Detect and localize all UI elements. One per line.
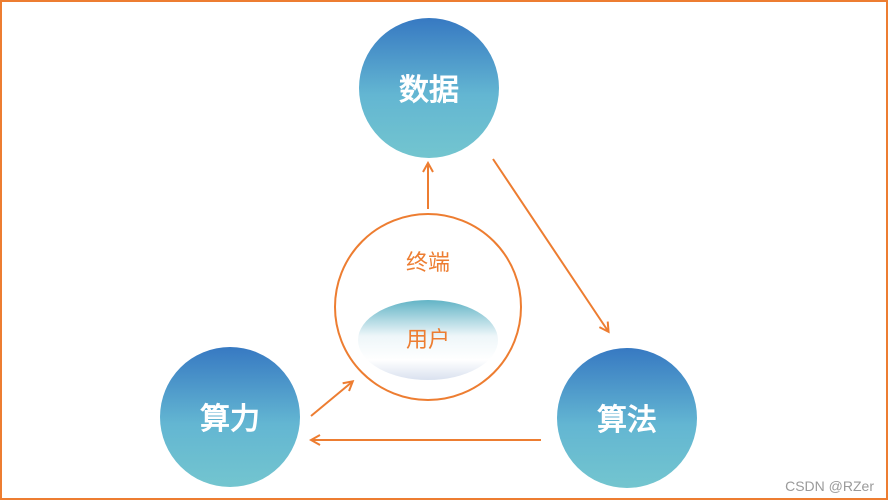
- node-algorithm-circle: [557, 348, 697, 488]
- node-algorithm-label: 算法: [597, 403, 657, 438]
- terminal-group: 终端 用户: [334, 213, 522, 401]
- node-data: 数据: [359, 18, 499, 158]
- arrow-data-to-algorithm: [492, 158, 608, 331]
- arrow-compute-to-terminal: [310, 382, 352, 417]
- node-compute: 算力: [160, 347, 300, 487]
- user-ellipse: [358, 300, 498, 380]
- terminal-label: 终端: [406, 251, 450, 276]
- node-data-label: 数据: [399, 73, 459, 108]
- node-algorithm: 算法: [557, 348, 697, 488]
- node-compute-circle: [160, 347, 300, 487]
- user-label: 用户: [406, 328, 450, 353]
- watermark: CSDN @RZer: [785, 478, 874, 494]
- node-data-circle: [359, 18, 499, 158]
- node-compute-label: 算力: [200, 402, 260, 437]
